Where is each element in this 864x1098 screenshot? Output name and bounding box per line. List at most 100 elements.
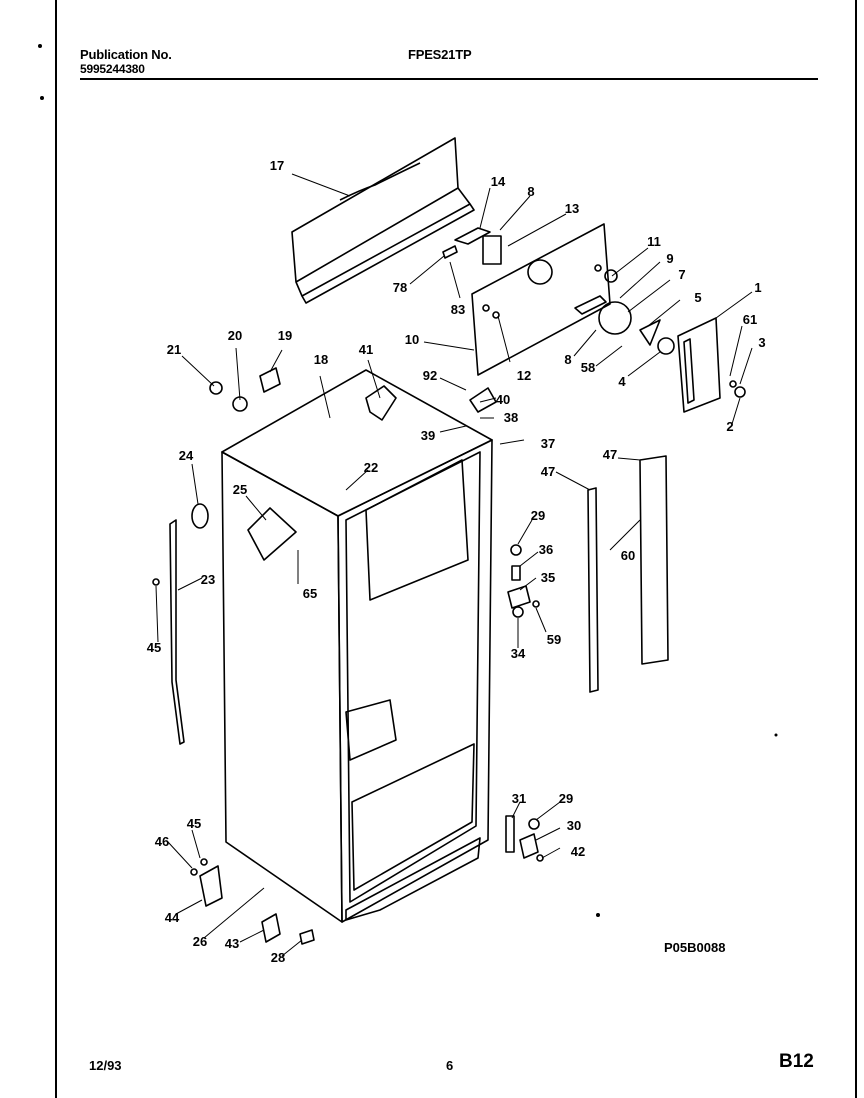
switch-13 — [482, 235, 502, 265]
nut-34 — [512, 606, 524, 618]
callout-label: 47 — [603, 447, 617, 462]
cabinet-lower-shelf — [345, 699, 397, 761]
callout-label: 45 — [187, 816, 201, 831]
callout-label: 8 — [564, 352, 571, 367]
hinge-44 — [199, 865, 223, 907]
cabinet-bottom-liner — [351, 743, 475, 891]
callout-label: 78 — [393, 280, 407, 295]
callout-label: 11 — [647, 234, 661, 249]
housing-opening — [527, 259, 553, 285]
callout-label: 35 — [541, 570, 555, 585]
callout-label: 83 — [451, 302, 465, 317]
callout-label: 46 — [155, 834, 169, 849]
callout-label: 17 — [270, 158, 284, 173]
callout-label: 42 — [571, 844, 585, 859]
right-border-line — [855, 0, 857, 1098]
punch-dot — [38, 44, 42, 48]
top-trim-notch — [339, 162, 421, 201]
screw-46 — [190, 868, 198, 876]
callout-label: 30 — [567, 818, 581, 833]
callout-label: 13 — [565, 201, 579, 216]
publication-number: 5995244380 — [80, 62, 145, 76]
link-rod-23 — [169, 519, 185, 745]
callout-label: 38 — [504, 410, 518, 425]
cabinet-left-side — [221, 451, 343, 923]
air-diffuser-1 — [677, 317, 721, 413]
screw-59 — [532, 600, 540, 608]
hinge-bracket-41 — [365, 385, 397, 421]
callout-label: 29 — [559, 791, 573, 806]
bracket-30 — [519, 833, 539, 859]
top-trim-panel — [291, 137, 459, 283]
nut-21 — [209, 381, 223, 395]
pin-31 — [505, 815, 515, 853]
cover-43 — [261, 913, 281, 943]
callout-label: 4 — [618, 374, 626, 389]
diffuser-louvre — [683, 338, 695, 404]
callout-numbers: 17 14 8 13 11 9 7 78 83 5 1 61 3 21 20 1… — [147, 158, 766, 965]
callout-label: 61 — [743, 312, 757, 327]
top-trim-lip — [295, 187, 471, 297]
nut-29 — [510, 544, 522, 556]
spring-83 — [442, 245, 458, 259]
callout-label: 18 — [314, 352, 328, 367]
callout-label: 22 — [364, 460, 378, 475]
callout-label: 39 — [421, 428, 435, 443]
screw-45 — [152, 578, 160, 586]
callout-label: 36 — [539, 542, 553, 557]
callout-label: 2 — [726, 419, 733, 434]
callout-label: 12 — [517, 368, 531, 383]
callout-label: 92 — [423, 368, 437, 383]
callout-label: 40 — [496, 392, 510, 407]
grommet-11 — [604, 269, 618, 283]
callout-label: 29 — [531, 508, 545, 523]
footer-page-number: 6 — [446, 1058, 454, 1073]
screw-3 — [729, 380, 737, 388]
callout-label: 65 — [303, 586, 317, 601]
publication-label: Publication No. — [80, 47, 172, 62]
callout-label: 44 — [165, 910, 180, 925]
cabinet-inner-liner — [365, 459, 469, 601]
diagram-reference-code: P05B0088 — [664, 940, 726, 955]
cam-24 — [191, 503, 209, 529]
callout-label: 37 — [541, 436, 555, 451]
callout-label: 47 — [541, 464, 555, 479]
leader-lines — [155, 173, 753, 957]
callout-label: 7 — [678, 267, 685, 282]
model-number: FPES21TP — [408, 47, 472, 62]
footer-date: 12/93 — [89, 1058, 122, 1073]
screw-45-lower — [200, 858, 208, 866]
punch-dot — [40, 96, 44, 100]
top-trim-lip-edge — [301, 203, 475, 304]
hinge-40 — [469, 387, 497, 413]
callout-label: 58 — [581, 360, 595, 375]
cabinet-base-rail — [345, 837, 481, 921]
stray-dot — [774, 733, 778, 737]
screw-28 — [299, 929, 315, 945]
cabinet-top — [221, 369, 493, 517]
nut-29-lower — [528, 818, 540, 830]
pin-36 — [511, 565, 521, 581]
callout-label: 20 — [228, 328, 242, 343]
seal-strip-47 — [587, 487, 599, 693]
callout-label: 59 — [547, 632, 561, 647]
callout-label: 19 — [278, 328, 292, 343]
control-housing-10 — [471, 223, 611, 376]
header-rule — [80, 78, 818, 80]
callout-label: 14 — [491, 174, 506, 189]
seal-strip-60 — [639, 455, 669, 665]
housing-hole — [492, 311, 500, 319]
callout-label: 3 — [758, 335, 765, 350]
callout-label: 23 — [201, 572, 215, 587]
callout-label: 8 — [527, 184, 534, 199]
fan-hub-4 — [657, 337, 675, 355]
callout-label: 5 — [694, 290, 701, 305]
callout-label: 26 — [193, 934, 207, 949]
callout-label: 10 — [405, 332, 419, 347]
callout-label: 60 — [621, 548, 635, 563]
bracket-14 — [454, 227, 491, 245]
fan-motor-7 — [598, 301, 632, 335]
housing-hole — [594, 264, 602, 272]
callout-label: 43 — [225, 936, 239, 951]
